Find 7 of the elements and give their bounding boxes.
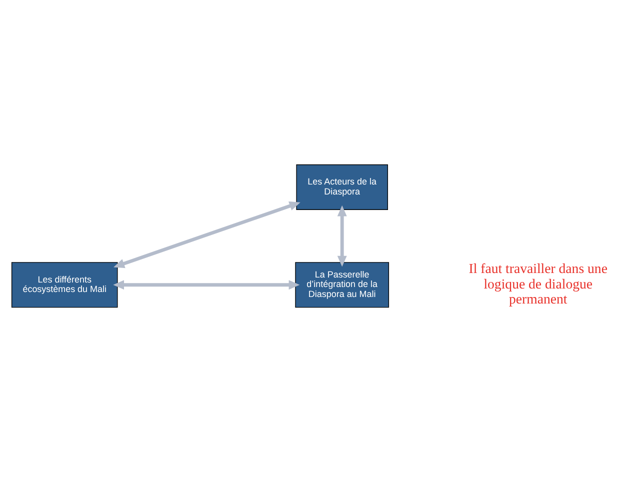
arrow xyxy=(113,280,300,290)
node-box: Les Acteurs de la Diaspora xyxy=(296,164,388,210)
arrow xyxy=(337,205,347,267)
node-box: Les différents écosystèmes du Mali xyxy=(11,262,118,308)
label: Il faut travailler dans une logique de dialogue permanent xyxy=(468,261,608,307)
arrow xyxy=(114,201,300,268)
node-box: La Passerelle d’intégration de la Diaspora au Mali xyxy=(295,262,390,308)
